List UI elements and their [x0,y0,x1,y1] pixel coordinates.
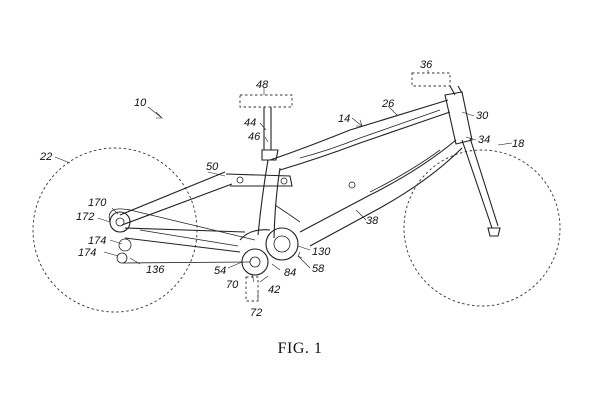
ref-130: 130 [312,246,331,258]
ref-26: 26 [381,98,395,110]
derailleur-pulley-lower [117,253,127,263]
derailleur-pulley-upper [119,239,131,251]
ref-14: 14 [338,113,350,125]
bottle-mount [349,182,355,188]
drive-unit-hub [274,236,290,252]
head-tube [445,92,472,144]
ref-50: 50 [206,161,219,173]
ref-58: 58 [312,263,325,275]
seat-tube-gusset [275,205,300,222]
chain [109,209,255,263]
ref-58-arrowhead [298,252,302,258]
ref-38: 38 [366,215,379,227]
fork-dropout [488,228,500,236]
ref-54: 54 [214,265,226,277]
ref-70: 70 [226,279,239,291]
pivot-upper [237,177,243,183]
ref-172: 172 [76,211,94,223]
rear-axle [116,218,124,226]
pivot-shock [281,178,287,184]
ref-22: 22 [39,151,52,163]
ref-136: 136 [146,264,165,276]
top-tube-lower [280,112,450,170]
ref-10-arrowhead [156,112,162,118]
front-wheel-outline [404,150,560,306]
figure-caption: FIG. 1 [0,340,600,358]
ref-44: 44 [244,117,256,129]
pedal-outline [246,277,258,301]
ref-72: 72 [250,307,262,319]
ref-34: 34 [478,134,490,146]
ref-42: 42 [268,284,280,296]
top-tube-upper [270,100,448,160]
ref-48: 48 [256,79,269,91]
reference-numerals: 10 14 18 22 26 30 34 36 38 42 44 46 48 5… [39,59,525,319]
ref-30: 30 [476,110,489,122]
motor-housing [240,230,270,240]
ref-10: 10 [134,97,147,109]
shock-link [226,174,292,186]
saddle-outline [240,95,292,107]
seat-tube [258,160,280,238]
ref-84: 84 [284,267,296,279]
drive-unit-gear [266,228,298,260]
seat-stay [120,172,232,225]
chain-stay [125,228,245,252]
down-tube-detail [370,150,440,192]
crank-spindle [250,257,260,267]
top-tube-detail [300,110,440,158]
ref-174-lower: 174 [78,247,96,259]
ref-170: 170 [88,197,107,209]
ref-174-upper: 174 [88,235,106,247]
ref-18: 18 [512,138,525,150]
ref-46: 46 [248,131,261,143]
handlebar-outline [412,73,450,86]
leader-lines [55,70,512,300]
ref-36: 36 [420,59,433,71]
